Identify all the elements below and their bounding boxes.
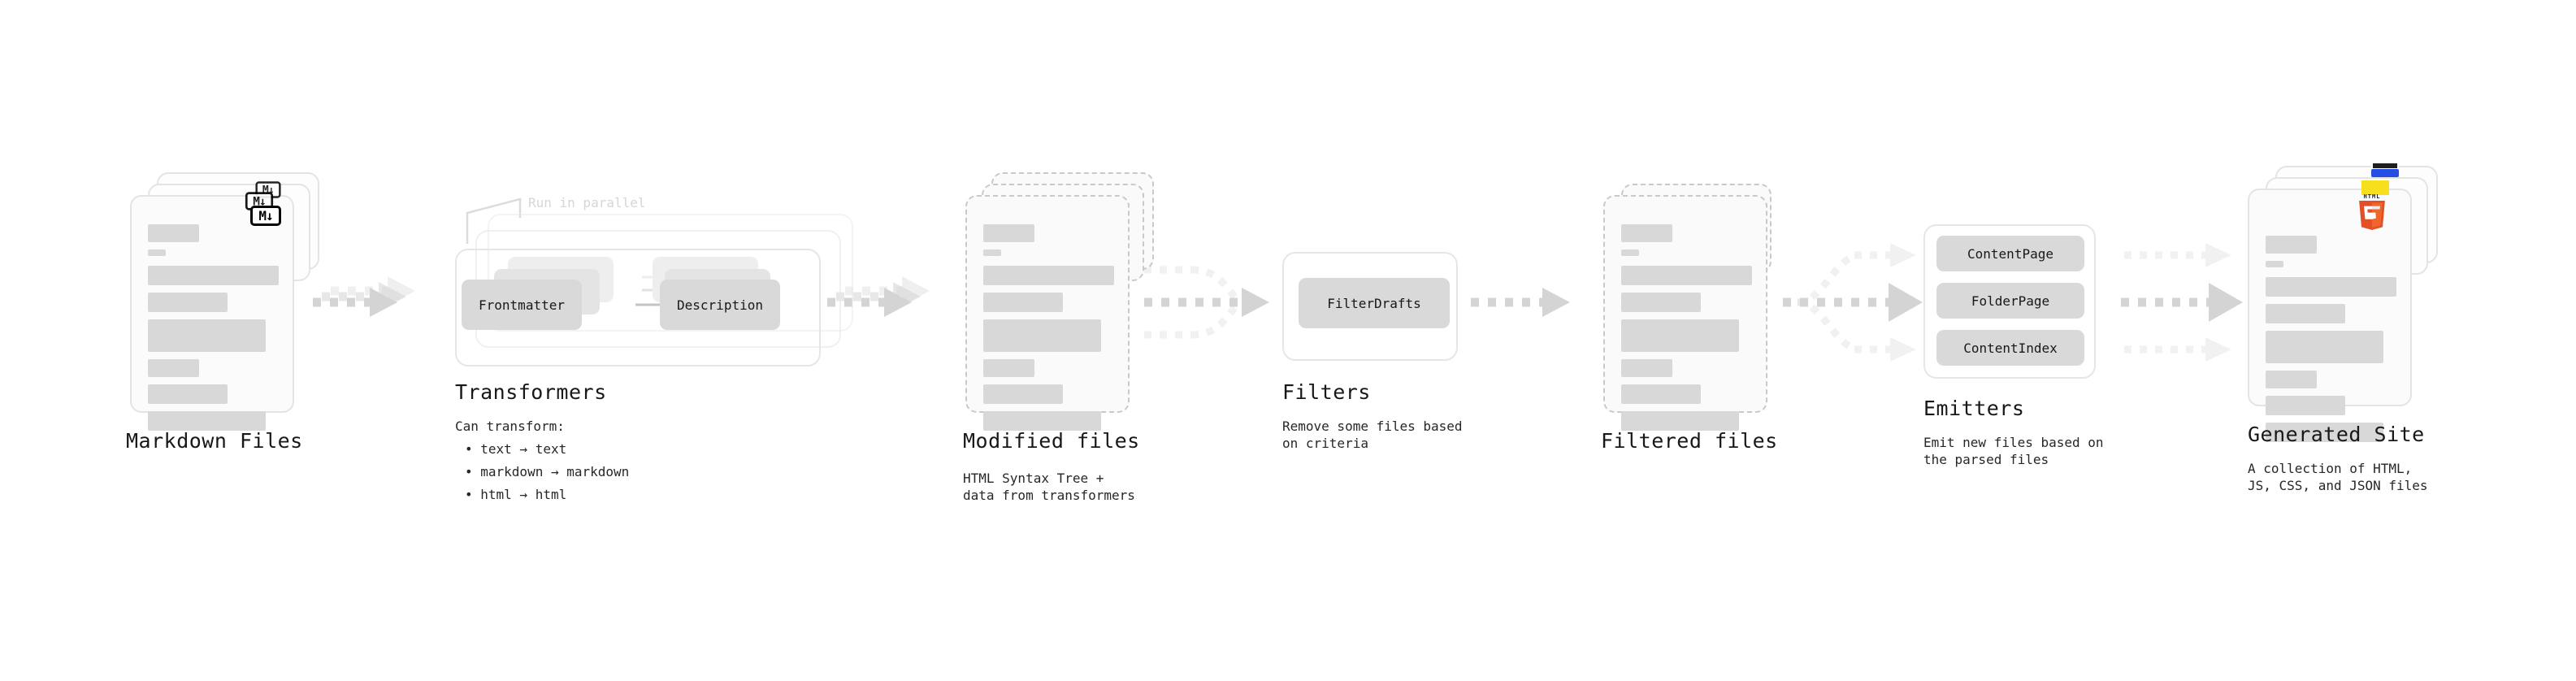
markdown-card-skeleton (148, 224, 279, 438)
skeleton-line (148, 359, 199, 377)
skeleton-line (2266, 331, 2383, 363)
description-pill-front[interactable]: Description (660, 280, 780, 330)
arrow-markdown-to-transformers (313, 276, 415, 317)
js-badge (2361, 180, 2389, 195)
skeleton-line (2266, 261, 2283, 267)
skeleton-line (148, 249, 166, 256)
contentindex-pill[interactable]: ContentIndex (1936, 330, 2084, 366)
skeleton-line (148, 266, 279, 285)
site-card-front (2248, 189, 2412, 442)
skeleton-line (2266, 396, 2345, 415)
skeleton-line (148, 319, 266, 352)
skeleton-line (1621, 411, 1739, 431)
transformers-title: Transformers (455, 380, 607, 404)
skeleton-line (148, 411, 266, 431)
emitters-box (1923, 224, 2096, 379)
generated-site-subtitle: A collection of HTML, JS, CSS, and JSON … (2248, 461, 2428, 493)
contentpage-pill[interactable]: ContentPage (1936, 236, 2084, 271)
skeleton-line (2266, 277, 2396, 297)
css-badge (2371, 163, 2399, 177)
skeleton-line (983, 266, 1114, 285)
skeleton-line (983, 224, 1034, 242)
skeleton-line (148, 293, 228, 312)
transformers-bullet-1: • markdown → markdown (465, 464, 630, 479)
arrow-emitters-to-site (2121, 243, 2243, 362)
skeleton-line (1621, 293, 1701, 312)
skeleton-line (983, 411, 1101, 431)
emitters-title: Emitters (1923, 397, 2025, 420)
run-in-parallel-bracket (466, 197, 522, 244)
filterdrafts-pill[interactable]: FilterDrafts (1299, 278, 1450, 328)
skeleton-line (2266, 371, 2317, 388)
skeleton-line (983, 384, 1063, 404)
site-card-skeleton (2266, 218, 2396, 449)
filters-subtitle: Remove some files based on criteria (1282, 419, 1463, 451)
filtered-files-title: Filtered files (1601, 429, 1778, 453)
modified-files-subtitle: HTML Syntax Tree + data from transformer… (963, 471, 1135, 503)
run-in-parallel-label: Run in parallel (528, 195, 646, 210)
transformers-box-front (455, 249, 821, 367)
skeleton-line (983, 359, 1034, 377)
filters-title: Filters (1282, 380, 1371, 404)
modified-card-front (965, 195, 1130, 431)
skeleton-line (1621, 359, 1672, 377)
skeleton-line (983, 293, 1063, 312)
skeleton-line (1621, 384, 1701, 404)
skeleton-line (148, 224, 199, 242)
markdown-badge-front: M↓ (250, 206, 281, 226)
emitters-subtitle: Emit new files based on the parsed files (1923, 435, 2104, 467)
skeleton-line (983, 319, 1101, 352)
skeleton-line (2266, 304, 2345, 323)
modified-card-skeleton (983, 224, 1114, 438)
modified-files-title: Modified files (963, 429, 1140, 453)
transformers-box-back (488, 214, 853, 332)
skeleton-line (983, 249, 1001, 256)
skeleton-line (2266, 423, 2383, 442)
html5-badge: HTML (2357, 193, 2387, 230)
transformers-bullet-0: • text → text (465, 441, 567, 457)
markdown-card-front (130, 195, 294, 431)
skeleton-line (1621, 319, 1739, 352)
skeleton-line (1621, 266, 1752, 285)
skeleton-line (2266, 236, 2317, 254)
markdown-files-title: Markdown Files (126, 429, 303, 453)
filtered-card-skeleton (1621, 224, 1752, 438)
skeleton-line (148, 384, 228, 404)
skeleton-line (1621, 224, 1672, 242)
arrow-filtered-to-emitters (1783, 243, 1923, 362)
frontmatter-pill-front[interactable]: Frontmatter (462, 280, 582, 330)
transformers-bullet-2: • html → html (465, 487, 567, 502)
skeleton-line (1621, 249, 1639, 256)
generated-site-title: Generated Site (2248, 423, 2425, 446)
arrow-modified-to-filters (1144, 266, 1269, 339)
folderpage-pill[interactable]: FolderPage (1936, 283, 2084, 319)
arrow-filters-to-filtered (1471, 288, 1570, 317)
transformers-subtitle: Can transform: (455, 419, 565, 434)
filtered-card-front (1603, 195, 1767, 431)
filters-box (1282, 252, 1458, 361)
